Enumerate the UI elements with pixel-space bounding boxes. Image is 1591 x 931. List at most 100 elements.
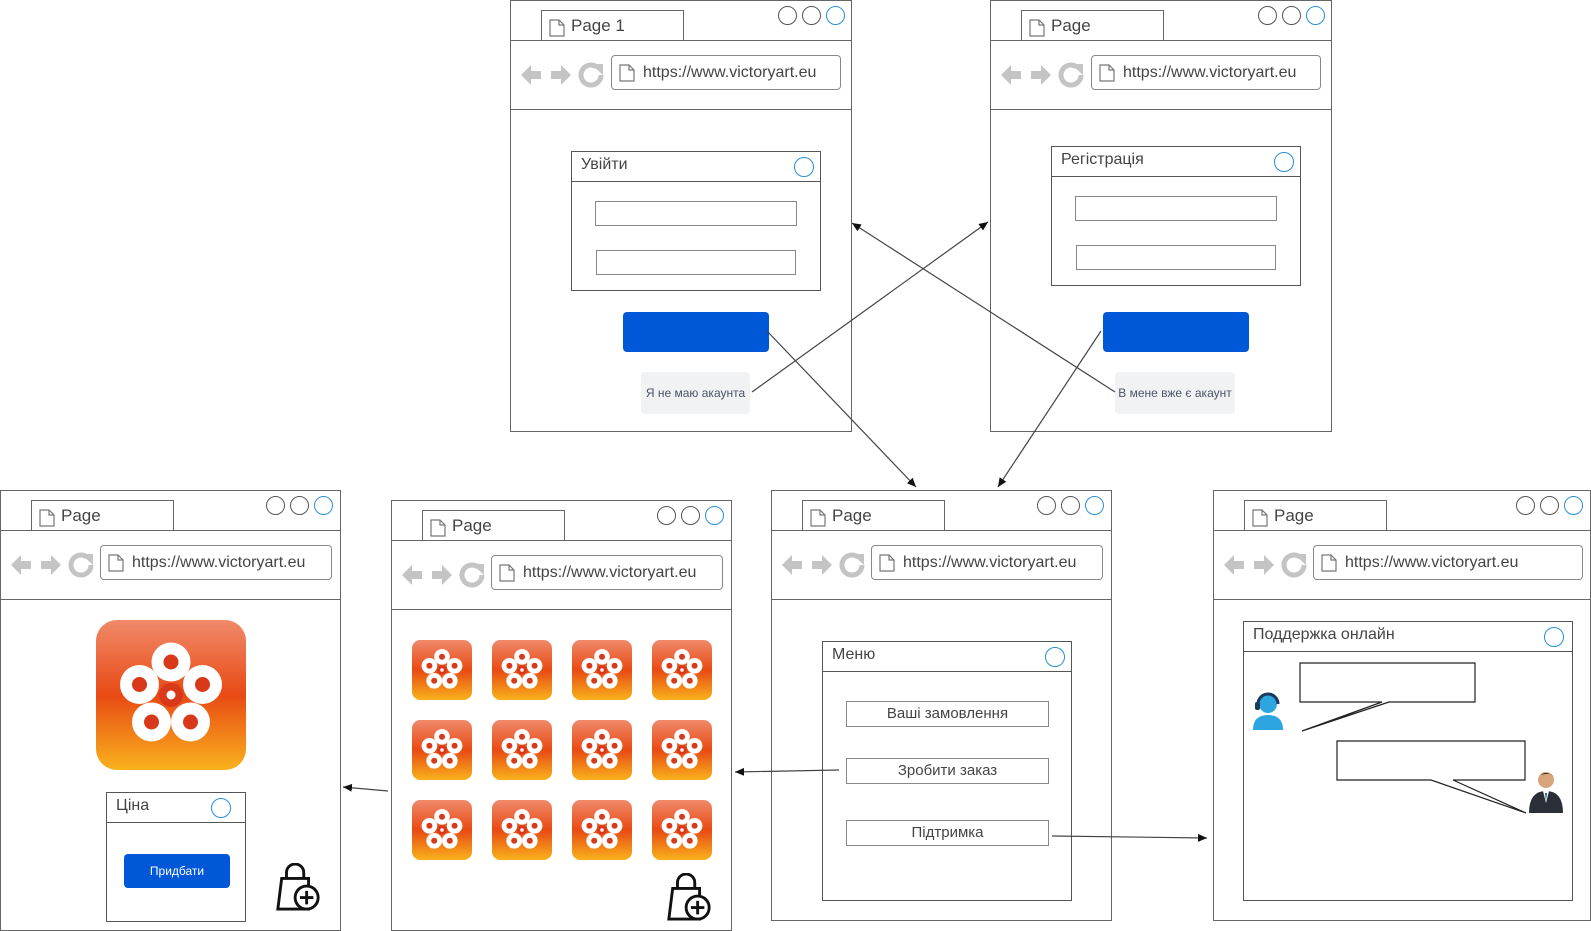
address-bar[interactable]: https://www.victoryart.eu	[1313, 545, 1583, 580]
browser-tab[interactable]: Page	[1244, 500, 1387, 531]
tab-label: Page	[452, 516, 492, 535]
product-tile-flower-icon[interactable]	[572, 720, 632, 780]
dialog-close-icon[interactable]	[794, 157, 814, 177]
window-button[interactable]	[681, 506, 700, 525]
navigation-icons[interactable]	[9, 551, 99, 579]
support-chat-dialog: Поддержка онлайн	[1243, 621, 1573, 901]
product-tile-flower-icon[interactable]	[492, 720, 552, 780]
dialog-close-icon[interactable]	[1274, 152, 1294, 172]
dialog-title: Меню	[832, 646, 876, 663]
dialog-close-icon[interactable]	[1544, 627, 1564, 647]
url-text: https://www.victoryart.eu	[132, 554, 306, 571]
window-button[interactable]	[1085, 496, 1104, 515]
product-tile-flower-icon[interactable]	[572, 800, 632, 860]
window-button[interactable]	[1061, 496, 1080, 515]
product-tile-flower-icon[interactable]	[412, 640, 472, 700]
window-button[interactable]	[1540, 496, 1559, 515]
menu-item-orders[interactable]: Ваші замовлення	[846, 701, 1049, 727]
product-tile-flower-icon[interactable]	[412, 720, 472, 780]
have-account-link[interactable]: В мене вже є акаунт	[1115, 372, 1235, 414]
login-button[interactable]	[623, 312, 769, 352]
navigation-icons[interactable]	[400, 561, 490, 589]
window-button[interactable]	[826, 6, 845, 25]
menu-item-label: Зробити заказ	[897, 762, 998, 779]
username-field[interactable]	[1075, 196, 1277, 221]
window-button[interactable]	[1037, 496, 1056, 515]
window-button[interactable]	[705, 506, 724, 525]
product-tile-flower-icon[interactable]	[572, 640, 632, 700]
page-icon	[430, 519, 446, 537]
window-button[interactable]	[290, 496, 309, 515]
menu-window: Page https://www.victoryart.eu Меню Ваші…	[771, 490, 1112, 921]
page-icon	[619, 64, 635, 82]
address-bar[interactable]: https://www.victoryart.eu	[871, 545, 1103, 580]
window-button[interactable]	[657, 506, 676, 525]
product-tile-flower-icon[interactable]	[492, 640, 552, 700]
browser-tab[interactable]: Page	[802, 500, 945, 531]
menu-item-make-order[interactable]: Зробити заказ	[846, 758, 1049, 784]
url-text: https://www.victoryart.eu	[1345, 554, 1519, 571]
register-dialog: Регістрація	[1051, 146, 1301, 286]
menu-item-support[interactable]: Підтримка	[846, 820, 1049, 846]
page-icon	[1321, 554, 1337, 572]
tab-label: Page	[1274, 506, 1314, 525]
buy-label: Придбати	[149, 864, 205, 878]
price-dialog: Ціна Придбати	[106, 792, 246, 922]
no-account-link[interactable]: Я не маю акаунта	[641, 372, 750, 414]
shopping-bag-add-icon[interactable]	[665, 873, 713, 923]
password-field[interactable]	[596, 250, 796, 275]
window-button[interactable]	[314, 496, 333, 515]
browser-tab[interactable]: Page	[31, 500, 174, 531]
window-button[interactable]	[1564, 496, 1583, 515]
page-icon	[39, 509, 55, 527]
address-bar[interactable]: https://www.victoryart.eu	[1091, 55, 1321, 90]
url-text: https://www.victoryart.eu	[643, 64, 817, 81]
product-tile-flower-icon[interactable]	[412, 800, 472, 860]
page-icon	[499, 564, 515, 582]
product-tile-flower-icon[interactable]	[652, 640, 712, 700]
link-label: В мене вже є акаунт	[1118, 386, 1232, 400]
browser-tab[interactable]: Page 1	[541, 10, 684, 41]
window-button[interactable]	[1306, 6, 1325, 25]
window-button[interactable]	[802, 6, 821, 25]
tab-label: Page	[832, 506, 872, 525]
url-text: https://www.victoryart.eu	[1123, 64, 1297, 81]
address-bar[interactable]: https://www.victoryart.eu	[611, 55, 841, 90]
dialog-close-icon[interactable]	[1045, 647, 1065, 667]
navigation-icons[interactable]	[780, 551, 870, 579]
navigation-icons[interactable]	[1222, 551, 1312, 579]
window-button[interactable]	[266, 496, 285, 515]
page-icon	[1099, 64, 1115, 82]
product-tile-flower-icon[interactable]	[492, 800, 552, 860]
window-button[interactable]	[778, 6, 797, 25]
menu-dialog: Меню Ваші замовлення Зробити заказ Підтр…	[822, 641, 1072, 901]
tab-label: Page	[1051, 16, 1091, 35]
dialog-title: Ціна	[116, 797, 150, 814]
navigation-icons[interactable]	[519, 61, 609, 89]
url-text: https://www.victoryart.eu	[903, 554, 1077, 571]
navigation-icons[interactable]	[999, 61, 1089, 89]
flower-app-icon[interactable]	[96, 620, 246, 770]
username-field[interactable]	[595, 201, 797, 226]
password-field[interactable]	[1076, 245, 1276, 270]
dialog-title: Увійти	[581, 156, 628, 173]
shopping-bag-add-icon[interactable]	[274, 863, 322, 913]
register-window: Page https://www.victoryart.eu Регістрац…	[990, 0, 1332, 432]
tab-label: Page	[61, 506, 101, 525]
product-tile-flower-icon[interactable]	[652, 800, 712, 860]
dialog-close-icon[interactable]	[211, 798, 231, 818]
page-icon	[108, 554, 124, 572]
register-button[interactable]	[1103, 312, 1249, 352]
product-tile-flower-icon[interactable]	[652, 720, 712, 780]
arrow-catalog-to-product	[342, 783, 389, 792]
window-button[interactable]	[1258, 6, 1277, 25]
agent-message-bubble	[1299, 662, 1476, 732]
browser-tab[interactable]: Page	[422, 510, 565, 541]
window-button[interactable]	[1282, 6, 1301, 25]
buy-button[interactable]: Придбати	[124, 854, 230, 888]
url-text: https://www.victoryart.eu	[523, 564, 697, 581]
address-bar[interactable]: https://www.victoryart.eu	[100, 545, 332, 580]
address-bar[interactable]: https://www.victoryart.eu	[491, 555, 723, 590]
window-button[interactable]	[1516, 496, 1535, 515]
browser-tab[interactable]: Page	[1021, 10, 1164, 41]
